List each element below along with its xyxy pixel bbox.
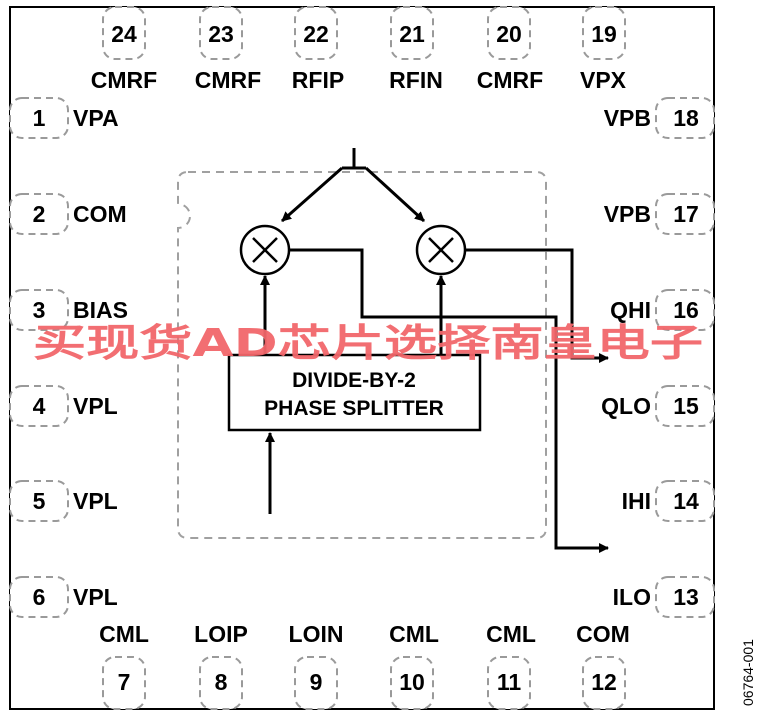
pin-9-number: 9 — [310, 669, 323, 695]
pin-15-number: 15 — [673, 393, 699, 419]
rf-splitter-wires — [281, 148, 426, 223]
pin-17-label: VPB — [604, 201, 651, 227]
pin-11-number: 11 — [497, 669, 522, 695]
pin-2-label: COM — [73, 201, 127, 227]
pin-22-number: 22 — [303, 21, 329, 47]
phase-splitter-block: DIVIDE-BY-2 PHASE SPLITTER — [227, 353, 482, 432]
left-pads: 1 2 3 4 5 6 VPA COM BIAS VPL VPL VPL — [9, 97, 128, 618]
pad-14 — [655, 480, 715, 522]
pin-10-label: CML — [389, 621, 439, 647]
pin-21-label: RFIN — [389, 67, 443, 93]
pin-18-number: 18 — [673, 105, 699, 131]
pad-20 — [487, 6, 531, 60]
pin-7-label: CML — [99, 621, 149, 647]
pad-23 — [199, 6, 243, 60]
pad-5 — [9, 480, 69, 522]
lo-wires — [260, 275, 446, 514]
pin-13-label: ILO — [613, 584, 651, 610]
phase-splitter-line1: DIVIDE-BY-2 — [292, 369, 416, 392]
pin-5-label: VPL — [73, 488, 118, 514]
pin-9-label: LOIN — [289, 621, 344, 647]
pin-10-number: 10 — [399, 669, 425, 695]
pad-13 — [655, 576, 715, 618]
pin-4-label: VPL — [73, 393, 118, 419]
pin-13-number: 13 — [673, 584, 699, 610]
pin-1-label: VPA — [73, 105, 119, 131]
pin-3-label: BIAS — [73, 297, 128, 323]
pin-8-label: LOIP — [194, 621, 248, 647]
pad-2 — [9, 193, 69, 235]
pin-6-label: VPL — [73, 584, 118, 610]
pad-1 — [9, 97, 69, 139]
pad-9 — [294, 656, 338, 710]
pin-20-label: CMRF — [477, 67, 543, 93]
pin-1-number: 1 — [33, 105, 46, 131]
pad-7 — [102, 656, 146, 710]
die-outline — [177, 171, 547, 539]
pin-15-label: QLO — [601, 393, 651, 419]
pin-4-number: 4 — [33, 393, 46, 419]
pad-19 — [582, 6, 626, 60]
pin-16-number: 16 — [673, 297, 699, 323]
pin-6-number: 6 — [33, 584, 46, 610]
pad-22 — [294, 6, 338, 60]
pad-8 — [199, 656, 243, 710]
watermark-text: 买现货AD芯片选择南皇电子 — [33, 321, 703, 365]
pad-4 — [9, 385, 69, 427]
pin-14-label: IHI — [622, 488, 651, 514]
mixer-output-wires — [289, 248, 609, 553]
pin-16-label: QHI — [610, 297, 651, 323]
pad-24 — [102, 6, 146, 60]
pin-20-number: 20 — [496, 21, 522, 47]
pin-3-number: 3 — [33, 297, 46, 323]
package-outline — [9, 6, 715, 710]
top-pads: 24 23 22 21 20 19 CMRF CMRF RFIP RFIN CM… — [91, 6, 627, 93]
pad-10 — [390, 656, 434, 710]
pin-19-label: VPX — [580, 67, 627, 93]
phase-splitter-line2: PHASE SPLITTER — [264, 397, 444, 420]
pad-17 — [655, 193, 715, 235]
pad-6 — [9, 576, 69, 618]
pin-12-label: COM — [576, 621, 630, 647]
pad-16 — [655, 289, 715, 331]
pad-15 — [655, 385, 715, 427]
pin-23-number: 23 — [208, 21, 234, 47]
pin-12-number: 12 — [591, 669, 617, 695]
pin-22-label: RFIP — [292, 67, 344, 93]
pin-5-number: 5 — [33, 488, 46, 514]
document-id: 06764-001 — [740, 639, 756, 706]
pad-3 — [9, 289, 69, 331]
pin-17-number: 17 — [673, 201, 699, 227]
pad-12 — [582, 656, 626, 710]
pad-18 — [655, 97, 715, 139]
right-pads: 18 17 16 15 14 13 VPB VPB QHI QLO IHI IL… — [601, 97, 715, 618]
pin-23-label: CMRF — [195, 67, 261, 93]
mixer-i — [239, 224, 291, 276]
pin-24-label: CMRF — [91, 67, 157, 93]
mixer-q — [415, 224, 467, 276]
pin-11-label: CML — [486, 621, 536, 647]
pin-2-number: 2 — [33, 201, 46, 227]
bottom-pads: CML LOIP LOIN CML CML COM 7 8 9 10 11 12 — [99, 621, 630, 710]
pin-24-number: 24 — [111, 21, 137, 47]
pin-21-number: 21 — [399, 21, 425, 47]
pin-7-number: 7 — [118, 669, 131, 695]
pin-14-number: 14 — [673, 488, 699, 514]
pad-21 — [390, 6, 434, 60]
pin-19-number: 19 — [591, 21, 617, 47]
pin-18-label: VPB — [604, 105, 651, 131]
pin-8-number: 8 — [215, 669, 228, 695]
pad-11 — [487, 656, 531, 710]
